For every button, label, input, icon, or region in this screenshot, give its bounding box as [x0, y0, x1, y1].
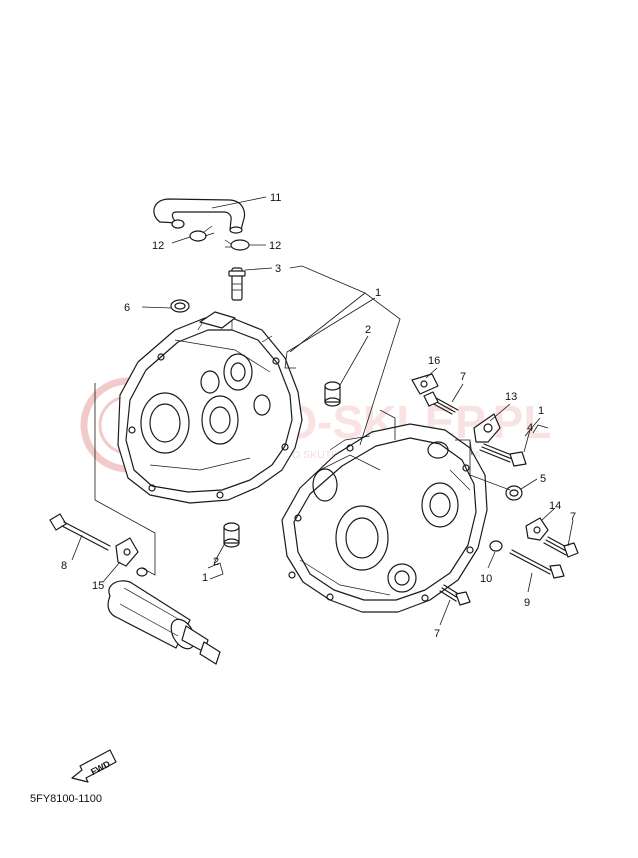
gasket-10 — [489, 540, 503, 552]
callout-label: 1 — [375, 287, 381, 299]
starter-motor — [107, 567, 221, 665]
callout-label: 6 — [124, 302, 130, 314]
callout-labels: 11 12 12 3 1 6 2 16 7 13 1 4 5 14 7 8 15… — [61, 192, 576, 640]
breather-fitting — [228, 267, 246, 301]
callout-label: 15 — [92, 580, 104, 592]
callout-label: 2 — [365, 324, 371, 336]
crankcase-left-half — [117, 311, 303, 504]
callout-label: 1 — [202, 572, 208, 584]
dowel-pin-lower — [223, 522, 240, 548]
callout-label: 9 — [524, 597, 530, 609]
callout-label: 16 — [428, 355, 440, 367]
bolt-9 — [509, 549, 565, 579]
callout-label: 12 — [152, 240, 164, 252]
callout-label: 1 — [538, 405, 544, 417]
callout-label: 14 — [549, 500, 561, 512]
washer-5 — [505, 485, 523, 501]
document-code: 5FY8100-1100 — [30, 793, 102, 805]
callout-label: 7 — [434, 628, 440, 640]
callout-label: 8 — [61, 560, 67, 572]
hose-clip-right — [224, 239, 250, 251]
breather-hose — [153, 198, 246, 234]
callout-label: 12 — [269, 240, 281, 252]
callout-label: 7 — [460, 371, 466, 383]
callout-label: 11 — [270, 192, 281, 204]
clamp-14 — [525, 517, 549, 541]
bracket-13 — [473, 413, 501, 443]
crankcase-right-half — [281, 423, 488, 613]
dowel-pin-upper — [324, 381, 341, 407]
leader-lines — [71, 196, 574, 626]
callout-label: 4 — [527, 422, 533, 434]
hose-clip-left — [189, 225, 215, 242]
callout-label: 5 — [540, 473, 546, 485]
callout-label: 7 — [570, 511, 576, 523]
oil-seal — [170, 299, 190, 313]
bolt-7-lower — [439, 584, 471, 606]
bolt-7-right — [543, 536, 579, 558]
bolt-8 — [49, 513, 111, 551]
clamp-15 — [115, 537, 139, 567]
bolt-7-upper — [423, 391, 459, 415]
clamp-16 — [411, 373, 439, 395]
callout-label: 13 — [505, 391, 517, 403]
fwd-arrow-icon: FWD — [71, 749, 117, 783]
bolt-4 — [479, 443, 527, 467]
callout-label: 10 — [480, 573, 492, 585]
callout-label: 3 — [275, 263, 281, 275]
callout-label: 2 — [213, 556, 219, 568]
